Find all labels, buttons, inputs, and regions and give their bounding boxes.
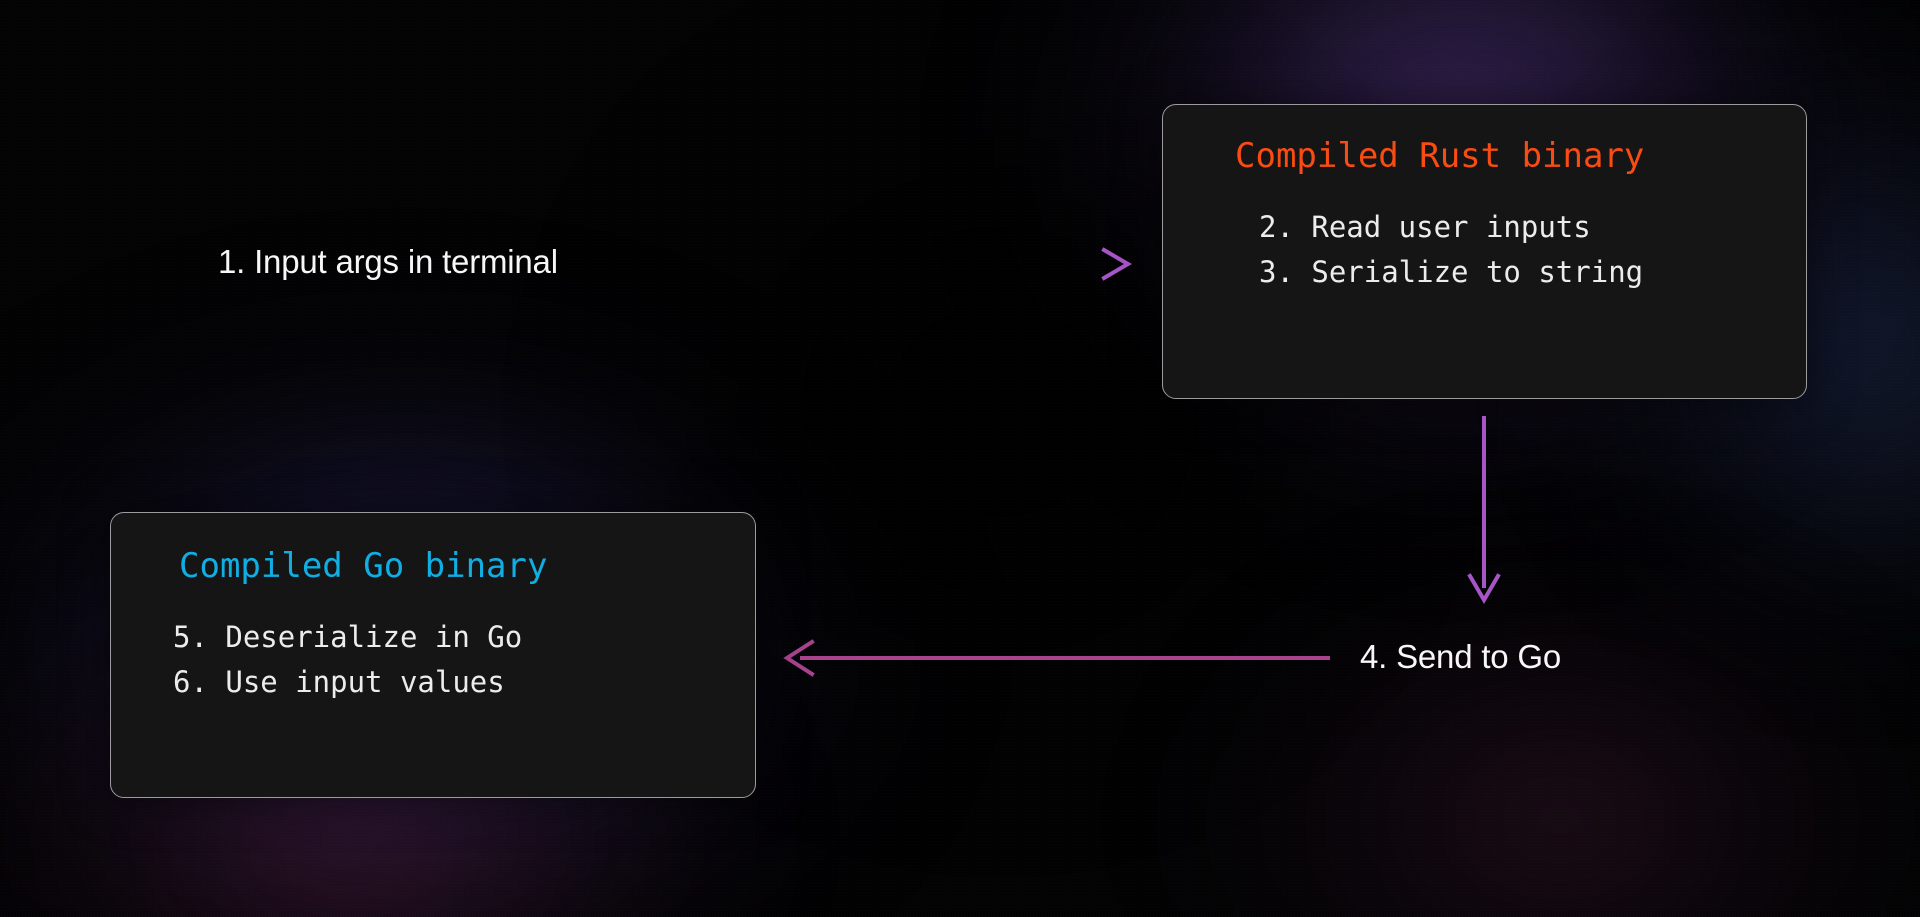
go-box-steps: 5. Deserialize in Go 6. Use input values bbox=[173, 620, 523, 699]
go-box-title: Compiled Go binary bbox=[179, 546, 548, 586]
arrow-rust-to-send bbox=[1467, 416, 1501, 604]
arrow-send-to-go bbox=[783, 639, 1330, 677]
arrow-send-to-go-head bbox=[783, 639, 815, 677]
arrow-input-to-rust-head bbox=[1101, 247, 1132, 281]
step-label-input-args: 1. Input args in terminal bbox=[218, 243, 558, 280]
arrow-input-to-rust bbox=[704, 247, 1132, 281]
go-binary-box: Compiled Go binary 5. Deserialize in Go … bbox=[110, 512, 756, 798]
arrow-rust-to-send-head bbox=[1467, 573, 1501, 604]
rust-binary-box: Compiled Rust binary 2. Read user inputs… bbox=[1162, 104, 1807, 399]
background-glow-bottom-right bbox=[1180, 560, 1920, 917]
rust-box-title: Compiled Rust binary bbox=[1235, 136, 1645, 176]
rust-box-steps: 2. Read user inputs 3. Serialize to stri… bbox=[1259, 210, 1644, 289]
step-label-send-to-go: 4. Send to Go bbox=[1360, 638, 1562, 675]
